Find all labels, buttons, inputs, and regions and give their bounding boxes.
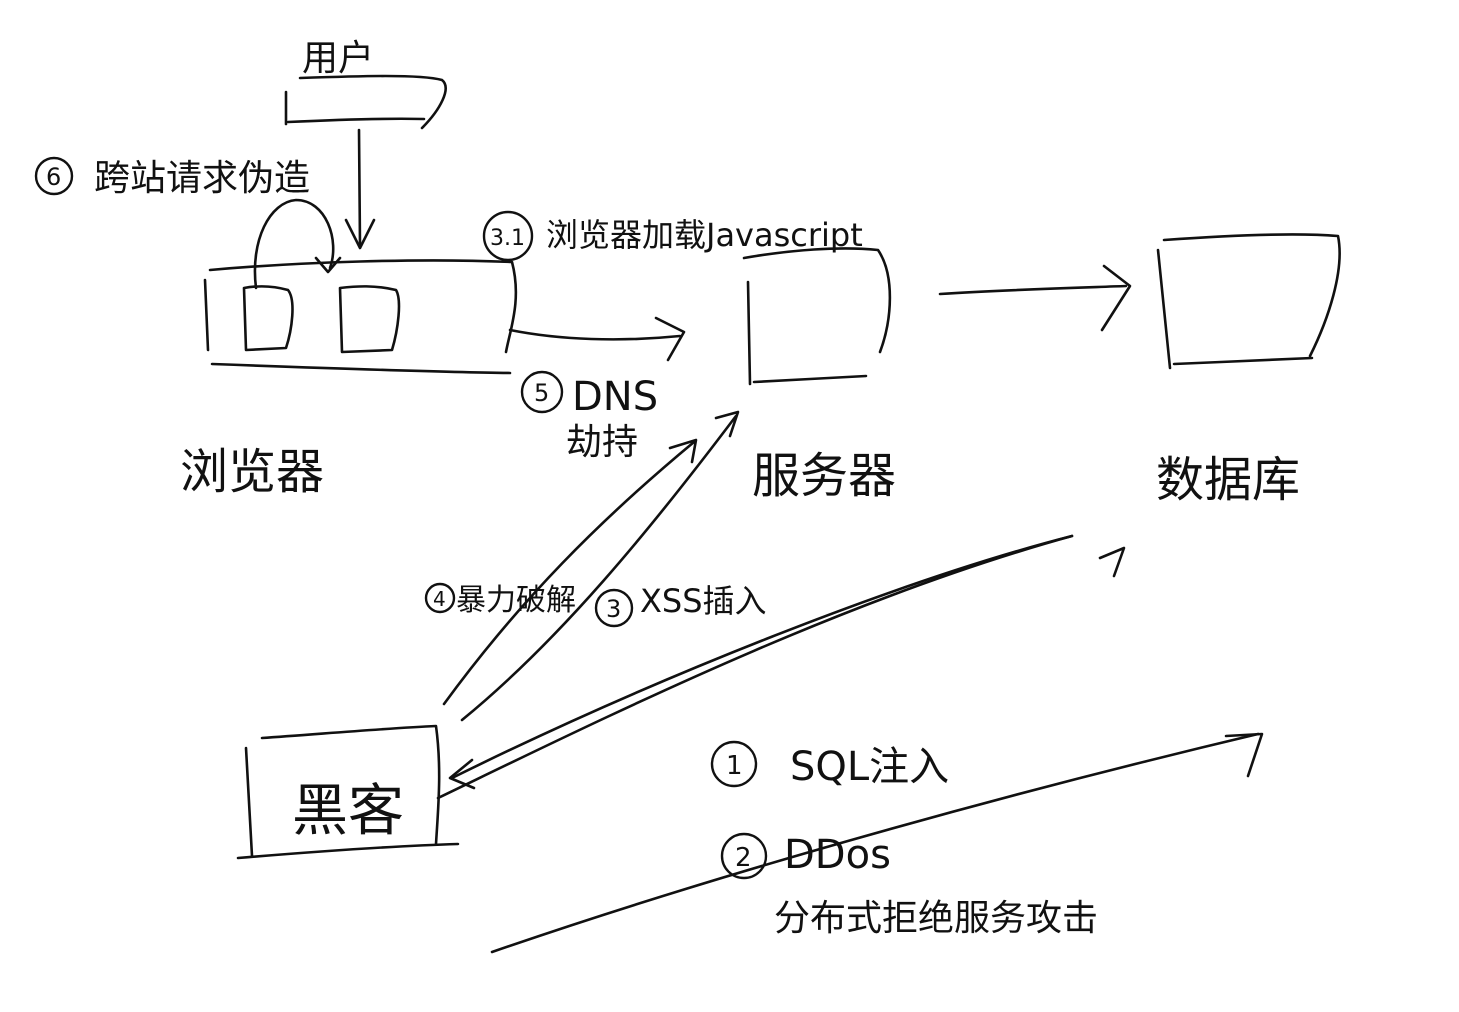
database-node: 数据库	[1156, 233, 1341, 508]
database-label: 数据库	[1156, 452, 1300, 508]
csrf-loop-arrow	[253, 198, 342, 290]
user-label: 用户	[302, 38, 374, 79]
user-node: 用户	[284, 38, 447, 130]
server-label: 服务器	[752, 448, 896, 504]
ddos-description: 分布式拒绝服务攻击	[774, 898, 1098, 939]
xss-number: 3	[606, 595, 621, 623]
server-to-database-arrow	[938, 264, 1132, 332]
browser-label: 浏览器	[180, 444, 324, 500]
browser-js-label: 浏览器加载Javascript	[546, 216, 863, 254]
csrf-annotation: 6 跨站请求伪造	[34, 156, 310, 199]
dns-hijack-label: DNS	[572, 374, 658, 420]
csrf-number: 6	[46, 163, 61, 191]
csrf-label: 跨站请求伪造	[94, 158, 310, 199]
server-node: 服务器	[742, 247, 896, 504]
dns-hijack-label-line2: 劫持	[566, 422, 638, 463]
ddos-number: 2	[735, 843, 752, 873]
browser-js-number: 3.1	[490, 226, 525, 251]
sql-injection-number: 1	[726, 751, 743, 781]
browser-to-server-arrow	[508, 316, 686, 362]
sql-injection-annotation: 1 SQL注入	[710, 740, 949, 790]
brute-force-number: 4	[433, 587, 446, 611]
dns-hijack-number: 5	[534, 379, 549, 407]
browser-node: 浏览器	[180, 259, 518, 500]
hacker-label: 黑客	[292, 779, 404, 844]
xss-label: XSS插入	[640, 582, 767, 620]
xss-annotation: 3 XSS插入	[594, 582, 767, 628]
brute-force-arrow	[442, 438, 698, 706]
brute-force-label: 暴力破解	[456, 583, 576, 618]
brute-force-annotation: 4 暴力破解	[424, 582, 576, 618]
ddos-arrow	[490, 732, 1264, 954]
dns-hijack-annotation: 5 DNS 劫持	[520, 370, 658, 463]
browser-js-annotation: 3.1 浏览器加载Javascript	[482, 210, 863, 262]
sql-injection-label: SQL注入	[790, 744, 949, 790]
sql-injection-arrow	[436, 534, 1126, 800]
user-to-browser-arrow	[344, 128, 376, 250]
hacker-node: 黑客	[236, 724, 460, 860]
ddos-label: DDos	[784, 832, 891, 878]
ddos-annotation: 2 DDos 分布式拒绝服务攻击	[720, 832, 1098, 939]
xss-arrow	[460, 410, 740, 722]
